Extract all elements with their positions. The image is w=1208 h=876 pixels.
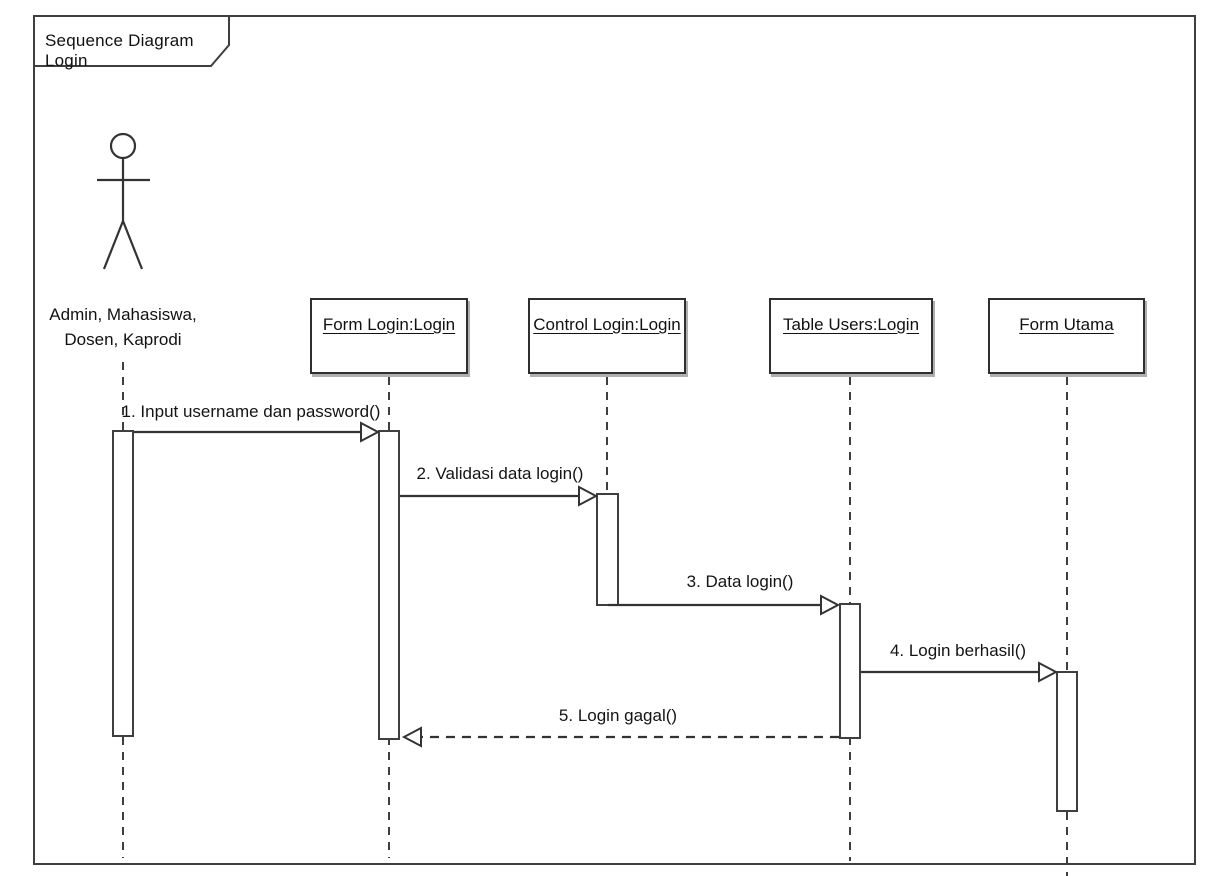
activation-table-users bbox=[839, 603, 861, 739]
object-label-form-login: Form Login:Login bbox=[322, 315, 456, 334]
message-1-label: 1. Input username dan password() bbox=[121, 402, 381, 421]
actor-label-line2: Dosen, Kaprodi bbox=[64, 329, 182, 349]
diagram-title: Sequence Diagram Login bbox=[45, 31, 194, 70]
object-box-control-login: Control Login:Login bbox=[528, 298, 686, 374]
object-box-form-login: Form Login:Login bbox=[310, 298, 468, 374]
diagram-frame bbox=[33, 15, 1196, 865]
activation-actor bbox=[112, 430, 134, 737]
object-box-form-utama: Form Utama bbox=[988, 298, 1145, 374]
object-label-form-utama: Form Utama bbox=[1019, 315, 1114, 334]
object-label-control-login: Control Login:Login bbox=[533, 315, 681, 334]
message-2-label: 2. Validasi data login() bbox=[416, 464, 584, 483]
object-box-table-users: Table Users:Login bbox=[769, 298, 933, 374]
object-label-table-users: Table Users:Login bbox=[782, 315, 920, 334]
message-4-label: 4. Login berhasil() bbox=[889, 641, 1027, 660]
actor-label-line1: Admin, Mahasiswa, bbox=[49, 305, 197, 324]
activation-control-login bbox=[596, 493, 619, 606]
message-5-label: 5. Login gagal() bbox=[558, 706, 678, 725]
activation-form-login bbox=[378, 430, 400, 740]
message-3-label: 3. Data login() bbox=[686, 572, 794, 591]
actor-label: Admin, Mahasiswa, Dosen, Kaprodi bbox=[23, 303, 223, 352]
activation-form-utama bbox=[1056, 671, 1078, 812]
